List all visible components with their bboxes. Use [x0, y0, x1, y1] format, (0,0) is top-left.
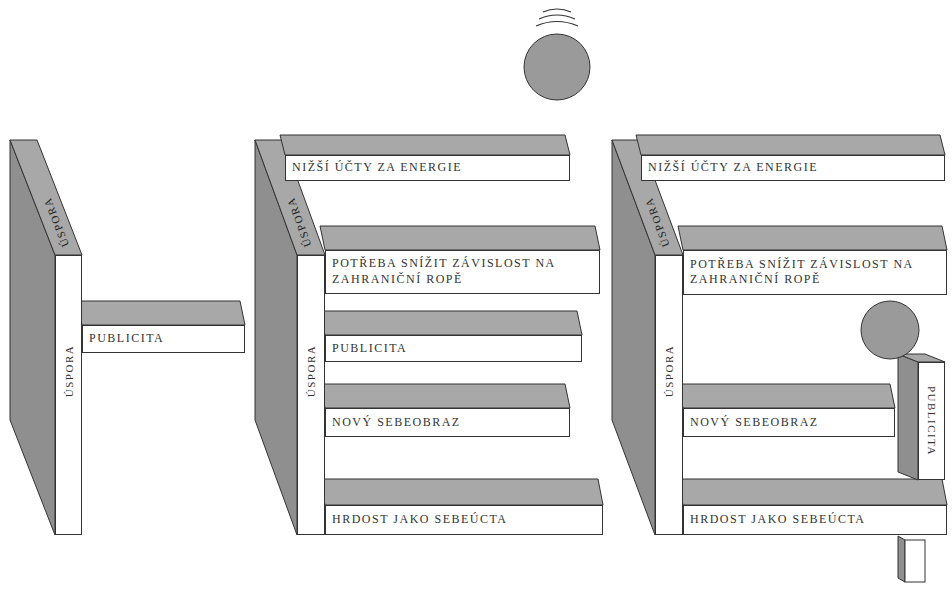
horizontal-slab: POTŘEBA SNÍŽIT ZÁVISLOST NA ZAHRANIČNÍ R…	[683, 250, 947, 295]
vertical-slab: PUBLICITA	[918, 362, 945, 480]
horizontal-slab: NOVÝ SEBEOBRAZ	[325, 408, 570, 437]
ball	[524, 34, 590, 100]
slab-top	[280, 135, 570, 155]
slab-label: POTŘEBA SNÍŽIT ZÁVISLOST NA ZAHRANIČNÍ R…	[690, 257, 942, 288]
slab-top	[10, 140, 82, 255]
horizontal-slab: HRDOST JAKO SEBEÚCTA	[683, 505, 947, 535]
vertical-slab: ÚSPORAÚSPORA	[655, 255, 683, 535]
horizontal-slab: HRDOST JAKO SEBEÚCTA	[325, 505, 603, 535]
horizontal-slab: NIŽŠÍ ÚČTY ZA ENERGIE	[641, 155, 945, 181]
slab-top	[678, 226, 947, 250]
slab-top	[320, 479, 603, 505]
slab-label: ÚSPORA	[662, 345, 676, 397]
slab-top	[678, 479, 947, 505]
horizontal-slab: PUBLICITA	[82, 325, 245, 353]
slab-top	[320, 384, 570, 408]
motion-arc	[536, 22, 578, 27]
slab-label: PUBLICITA	[924, 386, 938, 456]
vertical-slab: ÚSPORAÚSPORA	[55, 255, 82, 535]
ball	[861, 301, 919, 359]
horizontal-slab: NOVÝ SEBEOBRAZ	[683, 408, 895, 437]
slab-top	[320, 226, 600, 250]
slab-label: NOVÝ SEBEOBRAZ	[690, 415, 890, 431]
vertical-slab: ÚSPORAÚSPORA	[297, 255, 325, 535]
slab-label: NOVÝ SEBEOBRAZ	[332, 415, 565, 431]
horizontal-slab: NIŽŠÍ ÚČTY ZA ENERGIE	[285, 155, 570, 181]
slab-label: HRDOST JAKO SEBEÚCTA	[332, 512, 598, 528]
horizontal-slab: POTŘEBA SNÍŽIT ZÁVISLOST NA ZAHRANIČNÍ R…	[325, 250, 600, 294]
motion-arc	[539, 15, 575, 19]
horizontal-slab: PUBLICITA	[325, 335, 582, 362]
slab-top	[77, 301, 245, 325]
slab-label: NIŽŠÍ ÚČTY ZA ENERGIE	[292, 160, 565, 176]
slab-label: NIŽŠÍ ÚČTY ZA ENERGIE	[648, 160, 940, 176]
post-front	[905, 540, 925, 582]
slab-label: POTŘEBA SNÍŽIT ZÁVISLOST NA ZAHRANIČNÍ R…	[332, 256, 595, 287]
slab-label: ÚSPORA	[304, 345, 318, 397]
post-side	[898, 536, 905, 582]
slab-label: ÚSPORA	[61, 345, 75, 397]
slab-top	[320, 311, 582, 335]
slab-label: HRDOST JAKO SEBEÚCTA	[690, 512, 942, 528]
slab-label: PUBLICITA	[332, 341, 577, 357]
slab-label: PUBLICITA	[89, 331, 240, 347]
slab-top	[636, 135, 945, 155]
motion-arc	[543, 9, 571, 12]
slab-side	[898, 354, 918, 480]
slab-top	[678, 384, 895, 408]
